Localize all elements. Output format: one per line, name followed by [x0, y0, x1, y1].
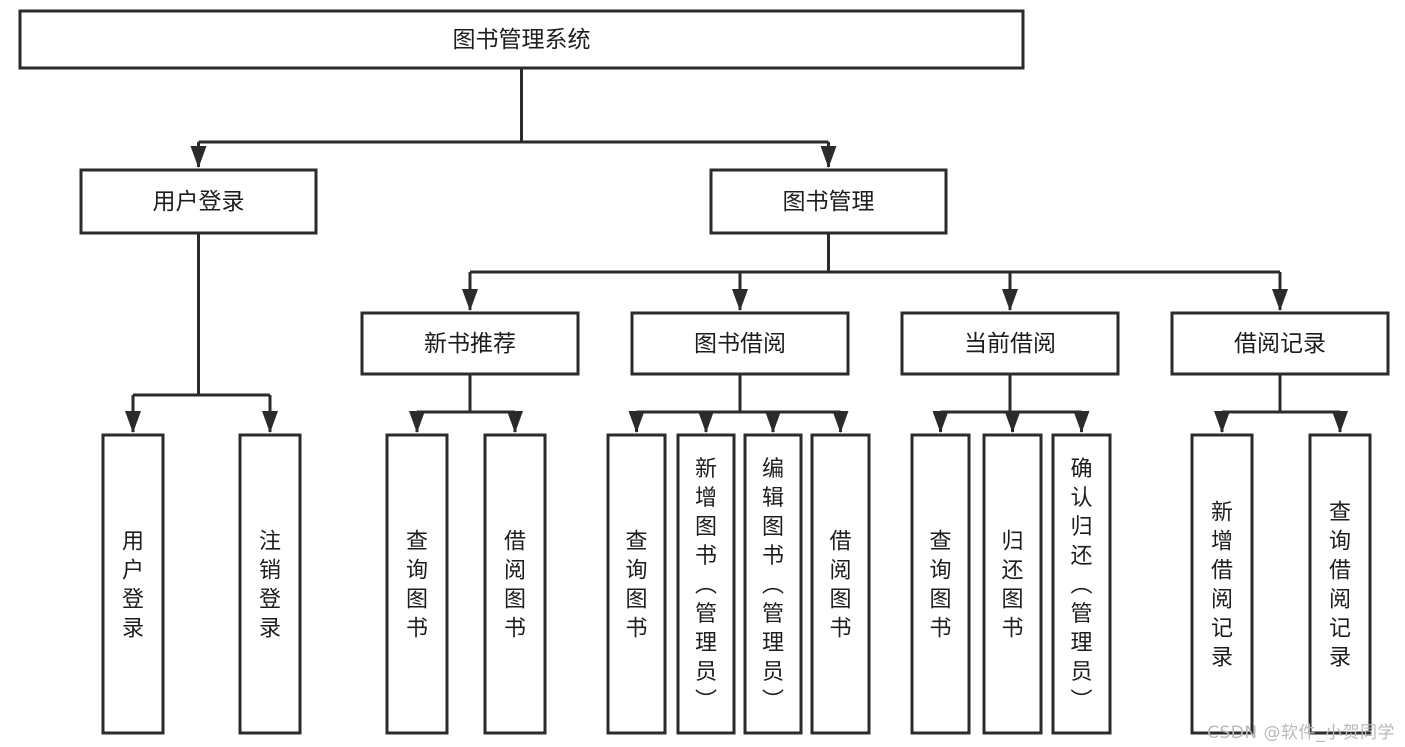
node-box — [1051, 433, 1112, 735]
node-box — [79, 168, 318, 235]
node-box — [709, 168, 948, 235]
diagram-node-leaf-0[interactable]: 用户登录 — [101, 433, 165, 735]
node-box — [900, 311, 1120, 376]
arrow-head-icon — [190, 146, 207, 168]
arrow-head-icon — [262, 411, 278, 433]
diagram-node-leaf-1[interactable]: 注销登录 — [238, 433, 302, 735]
node-box — [483, 433, 547, 735]
node-box — [1190, 433, 1254, 735]
node-box — [982, 433, 1043, 735]
node-box — [676, 433, 736, 735]
diagram-node-leaf-11[interactable]: 新增借阅记录 — [1190, 433, 1254, 735]
node-label: 图书借阅 — [694, 331, 786, 357]
arrow-head-icon — [698, 411, 714, 433]
node-label: 借阅图书 — [504, 530, 526, 642]
node-layer: 图书管理系统用户登录图书管理新书推荐图书借阅当前借阅借阅记录用户登录注销登录查询… — [18, 9, 1390, 735]
node-box — [238, 433, 302, 735]
node-label: 当前借阅 — [964, 331, 1056, 357]
arrow-head-icon — [932, 411, 949, 433]
node-label: 借阅图书 — [829, 530, 851, 642]
node-label: 新增图书︵管理员︶ — [695, 457, 717, 714]
arrow-head-icon — [507, 411, 523, 433]
node-label: 查询图书 — [929, 530, 951, 642]
watermark-text: CSDN @软件_小贺同学 — [1207, 723, 1395, 743]
arrow-head-icon — [1073, 411, 1090, 433]
node-label: 查询图书 — [406, 530, 428, 642]
diagram-node-leaf-9[interactable]: 归还图书 — [982, 433, 1043, 735]
diagram-node-leaf-10[interactable]: 确认归还︵管理员︶ — [1051, 433, 1112, 735]
arrow-head-icon — [832, 411, 849, 433]
node-box — [810, 433, 871, 735]
arrow-head-icon — [628, 411, 645, 433]
connector-layer — [125, 68, 1348, 433]
node-box — [1308, 433, 1372, 735]
arrow-head-icon — [1004, 411, 1021, 433]
diagram-node-leaf-6[interactable]: 编辑图书︵管理员︶ — [743, 433, 803, 735]
node-label: 归还图书 — [1001, 530, 1023, 642]
arrow-head-icon — [1002, 289, 1018, 311]
diagram-node-l3-0[interactable]: 新书推荐 — [360, 311, 580, 376]
node-box — [606, 433, 667, 735]
diagram-node-root-0[interactable]: 图书管理系统 — [18, 9, 1025, 70]
diagram-node-leaf-3[interactable]: 借阅图书 — [483, 433, 547, 735]
node-label: 确认归还︵管理员︶ — [1070, 457, 1092, 714]
arrow-head-icon — [820, 146, 837, 168]
arrow-head-icon — [125, 411, 141, 433]
diagram-node-l3-3[interactable]: 借阅记录 — [1170, 311, 1390, 376]
arrow-head-icon — [409, 411, 425, 433]
diagram-node-leaf-12[interactable]: 查询借阅记录 — [1308, 433, 1372, 735]
diagram-node-l3-2[interactable]: 当前借阅 — [900, 311, 1120, 376]
arrow-head-icon — [462, 289, 478, 311]
node-label: 注销登录 — [259, 530, 281, 642]
node-box — [910, 433, 971, 735]
node-label: 编辑图书︵管理员︶ — [762, 457, 784, 714]
arrow-head-icon — [1272, 289, 1288, 311]
diagram-node-leaf-4[interactable]: 查询图书 — [606, 433, 667, 735]
node-label: 图书管理系统 — [453, 27, 591, 53]
node-label: 图书管理 — [783, 189, 875, 215]
node-box — [1170, 311, 1390, 376]
node-label: 用户登录 — [153, 189, 245, 215]
node-label: 查询图书 — [625, 530, 647, 642]
node-box — [18, 9, 1025, 70]
node-box — [630, 311, 850, 376]
node-label: 查询借阅记录 — [1329, 501, 1351, 671]
node-label: 新书推荐 — [424, 331, 516, 357]
arrow-head-icon — [732, 289, 748, 311]
node-box — [360, 311, 580, 376]
node-label: 借阅记录 — [1234, 331, 1326, 357]
arrow-head-icon — [1214, 411, 1230, 433]
diagram-node-leaf-7[interactable]: 借阅图书 — [810, 433, 871, 735]
node-box — [101, 433, 165, 735]
node-box — [743, 433, 803, 735]
node-label: 用户登录 — [122, 530, 144, 642]
arrow-head-icon — [1332, 411, 1348, 433]
node-label: 新增借阅记录 — [1211, 501, 1233, 671]
diagram-node-l2-1[interactable]: 图书管理 — [709, 168, 948, 235]
diagram-node-leaf-2[interactable]: 查询图书 — [385, 433, 449, 735]
diagram-node-leaf-5[interactable]: 新增图书︵管理员︶ — [676, 433, 736, 735]
diagram-node-l3-1[interactable]: 图书借阅 — [630, 311, 850, 376]
diagram-node-leaf-8[interactable]: 查询图书 — [910, 433, 971, 735]
arrow-head-icon — [765, 411, 781, 433]
node-box — [385, 433, 449, 735]
diagram-node-l2-0[interactable]: 用户登录 — [79, 168, 318, 235]
